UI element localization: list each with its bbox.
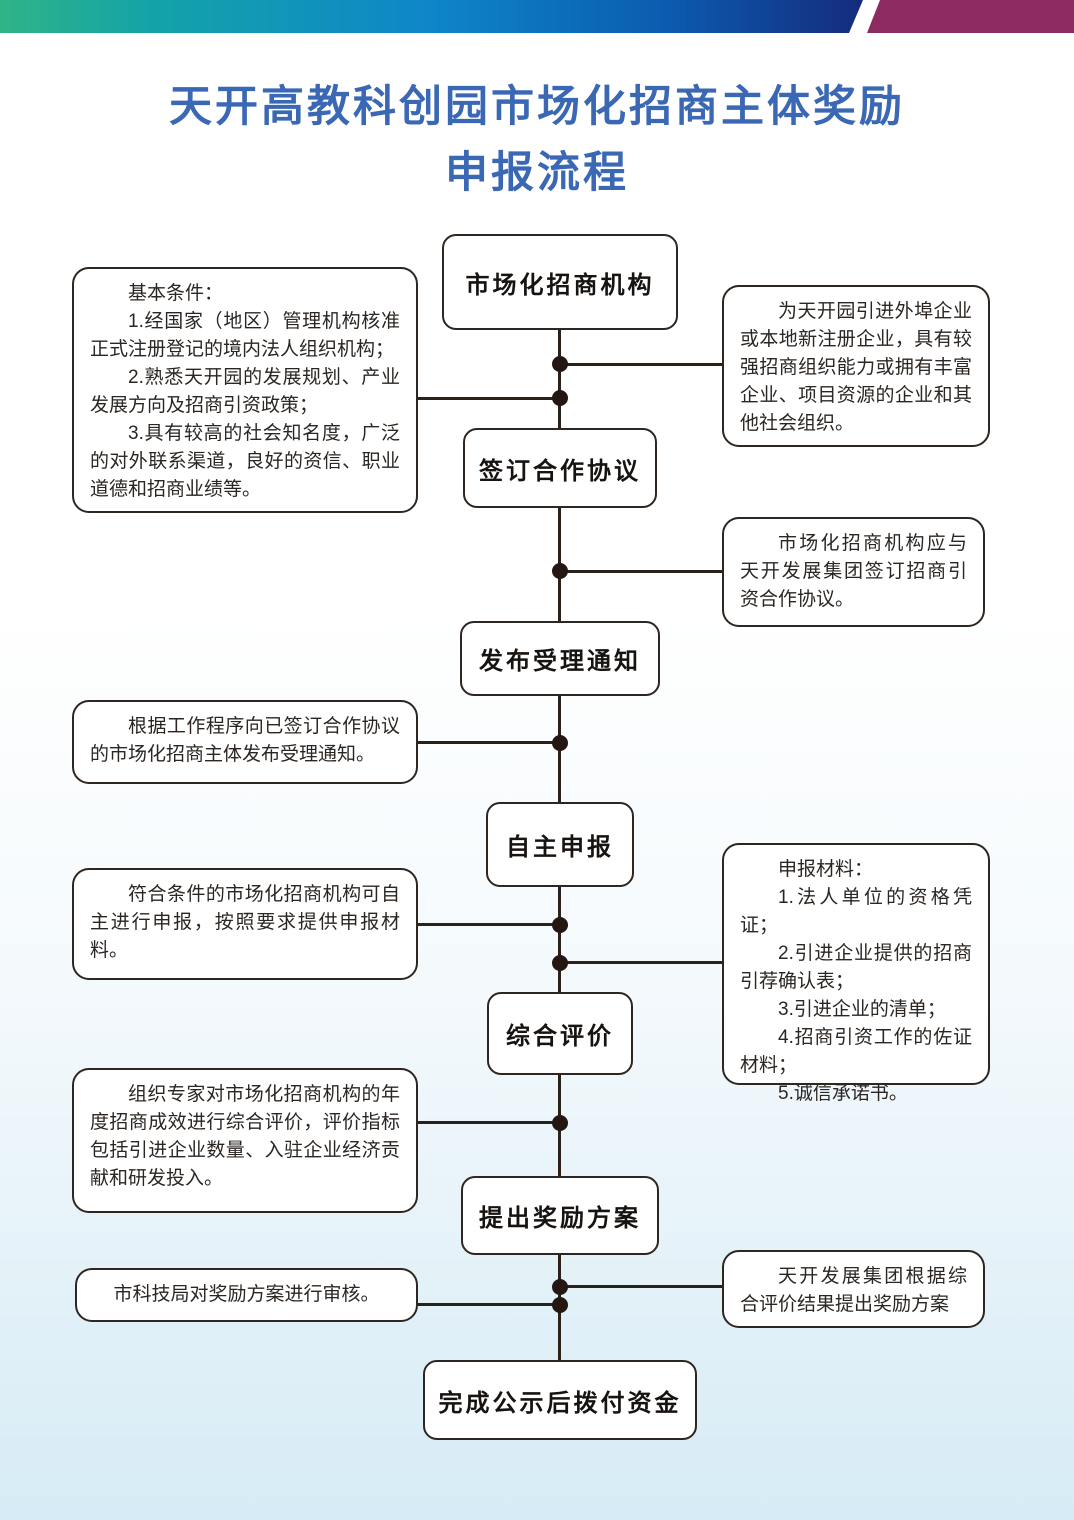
junction-dot [552,1297,568,1313]
page-title: 天开高教科创园市场化招商主体奖励 申报流程 [0,74,1074,206]
note-line: 天开发展集团根据综合评价结果提出奖励方案 [740,1266,967,1315]
note-line: 基本条件： [128,283,224,304]
note-line: 3.具有较高的社会知名度，广泛的对外联系渠道，良好的资信、职业道德和招商业绩等。 [90,423,400,500]
connector-horizontal [560,961,722,964]
connector-horizontal [418,923,560,926]
note-basic-conditions: 基本条件： 1.经国家（地区）管理机构核准正式注册登记的境内法人组织机构； 2.… [72,267,418,513]
flow-step-reward-plan: 提出奖励方案 [461,1176,659,1255]
flow-step-fund-disbursement: 完成公示后拨付资金 [423,1360,697,1440]
junction-dot [552,917,568,933]
note-line: 2.引进企业提供的招商引荐确认表； [740,943,972,992]
connector-horizontal [560,570,722,573]
connector-vertical [558,330,561,428]
note-science-bureau-review: 市科技局对奖励方案进行审核。 [75,1268,418,1322]
connector-horizontal [560,363,722,366]
top-banner [0,0,1074,33]
connector-vertical [558,887,561,992]
junction-dot [552,1115,568,1131]
flow-step-evaluation: 综合评价 [487,992,633,1075]
flow-step-label: 综合评价 [506,1023,614,1050]
flow-step-agency: 市场化招商机构 [442,234,678,330]
note-agency-definition: 为天开园引进外埠企业或本地新注册企业，具有较强招商组织能力或拥有丰富企业、项目资… [722,285,990,447]
junction-dot [552,563,568,579]
connector-horizontal [560,1285,722,1288]
flow-step-label: 自主申报 [506,834,614,861]
note-line: 组织专家对市场化招商机构的年度招商成效进行综合评价，评价指标包括引进企业数量、入… [90,1084,400,1189]
flow-step-label: 发布受理通知 [479,648,641,675]
flow-step-label: 签订合作协议 [479,457,641,485]
note-agreement-requirement: 市场化招商机构应与天开发展集团签订招商引资合作协议。 [722,517,985,627]
junction-dot [552,955,568,971]
note-self-application: 符合条件的市场化招商机构可自主进行申报，按照要求提供申报材料。 [72,868,418,980]
junction-dot [552,390,568,406]
connector-horizontal [418,741,560,744]
junction-dot [552,735,568,751]
flow-step-sign-agreement: 签订合作协议 [463,428,657,508]
page-title-line2: 申报流程 [445,149,629,197]
note-line: 2.熟悉天开园的发展规划、产业发展方向及招商引资政策； [90,367,400,416]
note-group-reward-proposal: 天开发展集团根据综合评价结果提出奖励方案 [722,1250,985,1328]
flow-step-label: 完成公示后拨付资金 [438,1389,682,1417]
flow-step-label: 市场化招商机构 [465,271,655,299]
flow-step-publish-notice: 发布受理通知 [460,621,660,696]
note-line: 申报材料： [778,859,874,880]
flow-step-self-apply: 自主申报 [486,802,634,887]
note-line: 市场化招商机构应与天开发展集团签订招商引资合作协议。 [740,533,967,610]
note-line: 5.诚信承诺书。 [778,1083,908,1104]
banner-accent-slash [867,0,1074,33]
banner-gradient-bar [0,0,863,33]
junction-dot [552,1279,568,1295]
note-line: 市科技局对奖励方案进行审核。 [113,1284,380,1305]
junction-dot [552,356,568,372]
note-line: 符合条件的市场化招商机构可自主进行申报，按照要求提供申报材料。 [90,884,400,961]
page-title-line1: 天开高教科创园市场化招商主体奖励 [169,83,905,131]
note-application-materials: 申报材料： 1.法人单位的资格凭证； 2.引进企业提供的招商引荐确认表； 3.引… [722,843,990,1104]
connector-horizontal [418,1121,560,1124]
note-line: 1.经国家（地区）管理机构核准正式注册登记的境内法人组织机构； [90,311,400,360]
note-line: 为天开园引进外埠企业或本地新注册企业，具有较强招商组织能力或拥有丰富企业、项目资… [740,301,972,434]
connector-horizontal [418,1303,560,1306]
flow-step-label: 提出奖励方案 [479,1205,641,1232]
note-line: 根据工作程序向已签订合作协议的市场化招商主体发布受理通知。 [90,716,400,765]
note-line: 4.招商引资工作的佐证材料； [740,1027,972,1076]
connector-horizontal [418,397,560,400]
note-expert-evaluation: 组织专家对市场化招商机构的年度招商成效进行综合评价，评价指标包括引进企业数量、入… [72,1068,418,1213]
note-line: 3.引进企业的清单； [778,999,946,1020]
note-line: 1.法人单位的资格凭证； [740,887,972,936]
note-acceptance-notice: 根据工作程序向已签订合作协议的市场化招商主体发布受理通知。 [72,700,418,784]
